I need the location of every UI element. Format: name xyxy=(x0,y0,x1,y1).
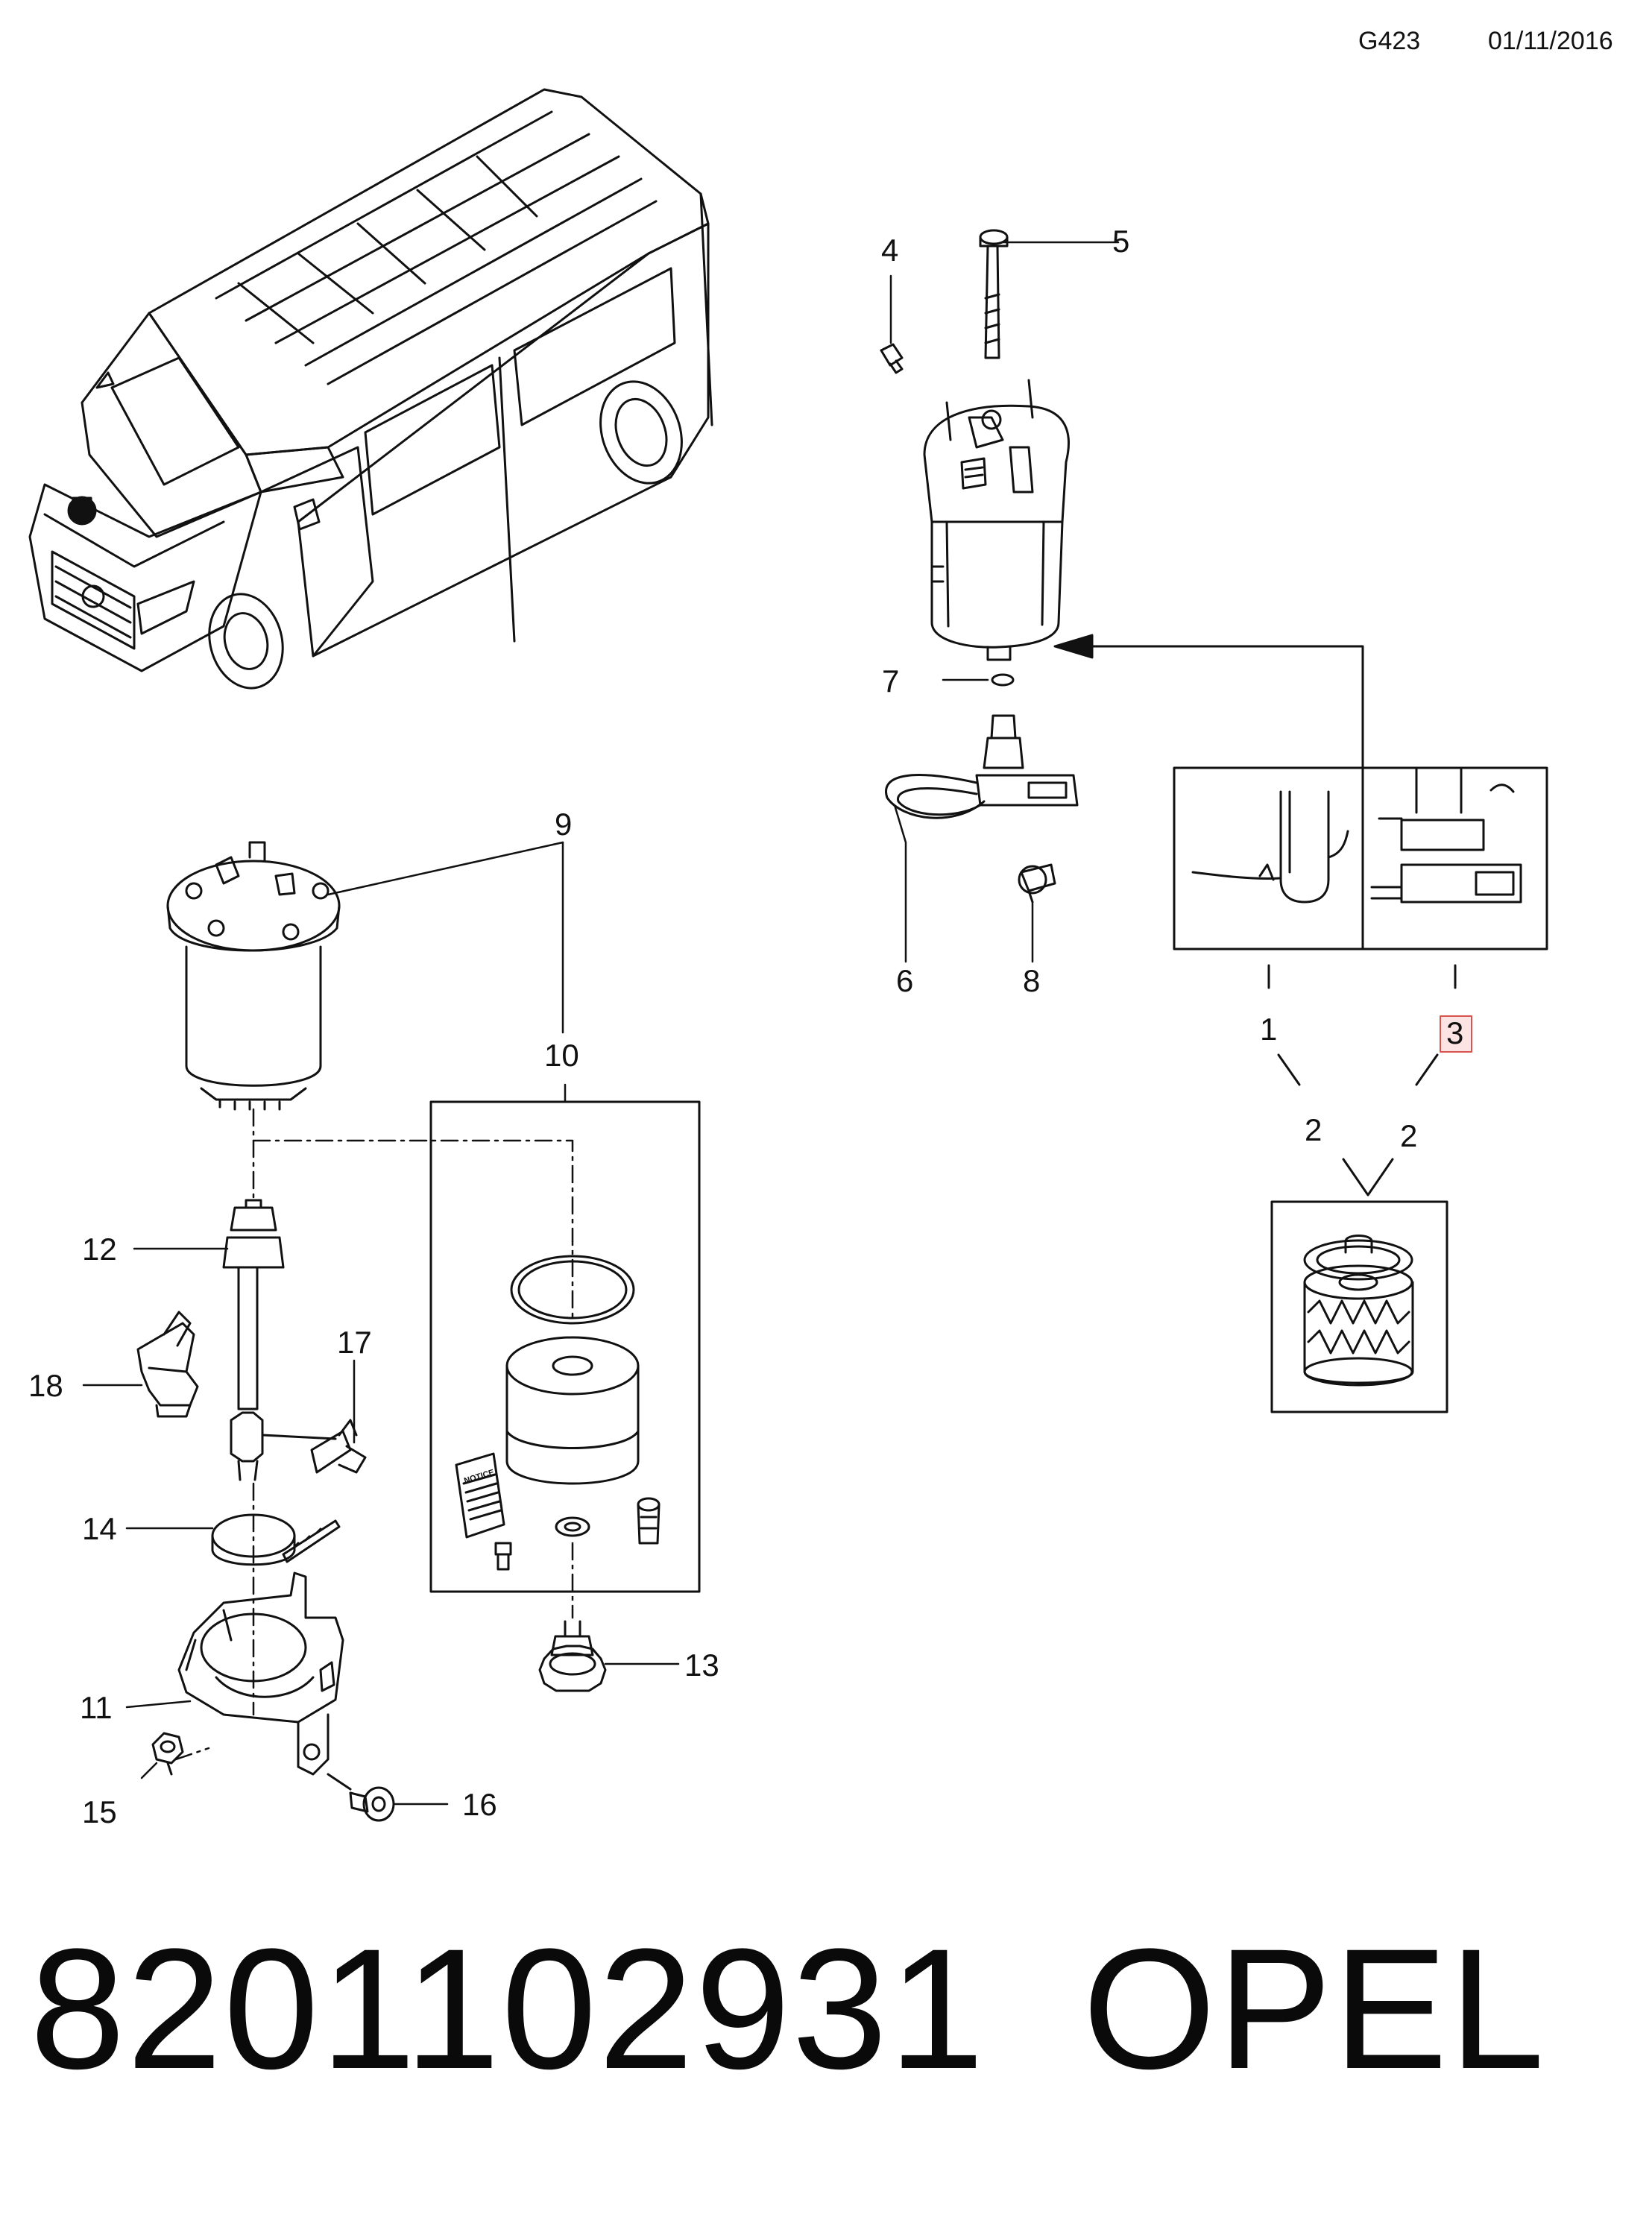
brand-name: OPEL xyxy=(1082,1913,1546,2105)
filter-housing-upper xyxy=(881,230,1077,902)
nut-and-bolt xyxy=(153,1733,394,1820)
callout-15[interactable]: 15 xyxy=(82,1794,117,1829)
callout-9[interactable]: 9 xyxy=(555,807,572,842)
callout-7[interactable]: 7 xyxy=(882,663,899,699)
callout-6[interactable]: 6 xyxy=(896,963,913,998)
mounting-bracket xyxy=(179,1573,343,1774)
callout-5[interactable]: 5 xyxy=(1112,224,1129,259)
callout-18[interactable]: 18 xyxy=(28,1368,63,1403)
diagram-date: 01/11/2016 xyxy=(1488,27,1613,55)
cable-tie xyxy=(212,1515,339,1565)
callout-12[interactable]: 12 xyxy=(82,1232,117,1267)
notice-leaflet-label: NOTICE xyxy=(463,1468,495,1486)
callout-3[interactable]: 3 xyxy=(1446,1015,1463,1050)
callout-2a[interactable]: 2 xyxy=(1305,1112,1322,1147)
callout-2b[interactable]: 2 xyxy=(1400,1118,1417,1153)
filter-housing-lower xyxy=(168,842,339,1109)
detail-views xyxy=(1055,635,1547,1412)
callout-4[interactable]: 4 xyxy=(881,233,898,268)
callout-8[interactable]: 8 xyxy=(1023,963,1040,998)
diagram-code: G423 xyxy=(1358,27,1421,55)
drain-plug xyxy=(540,1621,605,1691)
callout-17[interactable]: 17 xyxy=(337,1325,372,1360)
callout-10[interactable]: 10 xyxy=(544,1038,579,1073)
van-illustration xyxy=(30,89,712,696)
callout-11[interactable]: 11 xyxy=(80,1690,113,1725)
callout-16[interactable]: 16 xyxy=(462,1787,497,1822)
water-sensor xyxy=(138,1200,365,1480)
callout-14[interactable]: 14 xyxy=(82,1511,117,1546)
service-kit xyxy=(431,1102,699,1592)
callout-13[interactable]: 13 xyxy=(684,1648,719,1683)
callout-3-highlight xyxy=(1440,1016,1472,1052)
leader-lines xyxy=(83,242,1118,1804)
part-number: 8201102931 xyxy=(30,1913,986,2105)
callout-1[interactable]: 1 xyxy=(1260,1012,1277,1047)
